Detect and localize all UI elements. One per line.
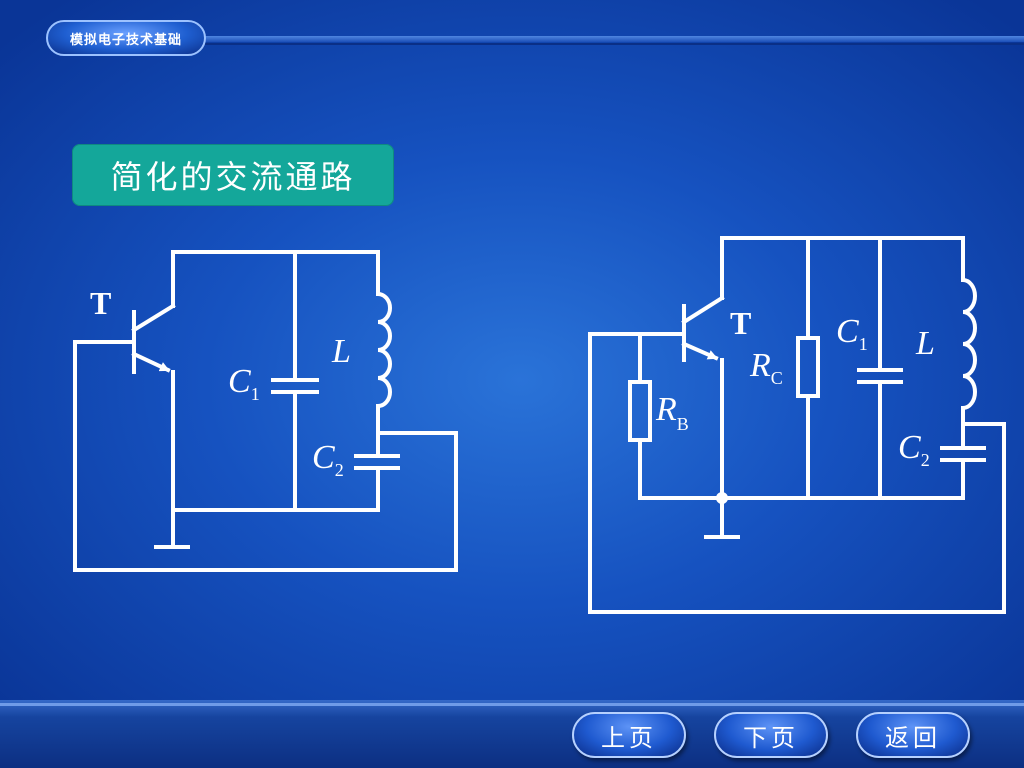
right-transistor-collector [681,295,725,325]
right-l-label: L [915,325,935,362]
right-rc-resistor [796,336,820,398]
left-transistor-label: T [90,285,111,321]
left-circuit [73,250,458,572]
right-circuit [588,236,1006,614]
right-inductor [960,277,977,411]
right-transistor-emitter [681,341,719,361]
right-rb-label: RB [655,391,689,434]
right-rb-resistor [628,380,652,442]
right-collector-wire [720,236,965,300]
left-c1-label: C1 [228,363,260,404]
right-base-wire [588,332,1006,614]
right-rc-label: RC [749,347,783,388]
left-transistor-emitter [131,351,171,373]
right-c1-label: C1 [836,313,868,354]
header-rule [190,36,1024,42]
slide-title: 简化的交流通路 [72,144,394,206]
left-l-label: L [331,333,351,370]
left-collector-wire [171,250,380,308]
course-title-badge: 模拟电子技术基础 [46,20,206,56]
left-feedback-wire [73,340,458,572]
right-c2-label: C2 [898,429,930,470]
right-rb-wire-bottom [638,438,724,500]
footer-rule [0,703,1024,706]
footer-bar [0,700,1024,768]
next-page-button[interactable]: 下页 [714,712,828,758]
left-c2-label: C2 [312,439,344,480]
left-transistor-collector [131,303,176,333]
prev-page-button[interactable]: 上页 [572,712,686,758]
header-rule-shadow [190,43,1024,45]
right-transistor-label: T [730,305,751,341]
return-button[interactable]: 返回 [856,712,970,758]
left-inductor [375,291,392,409]
